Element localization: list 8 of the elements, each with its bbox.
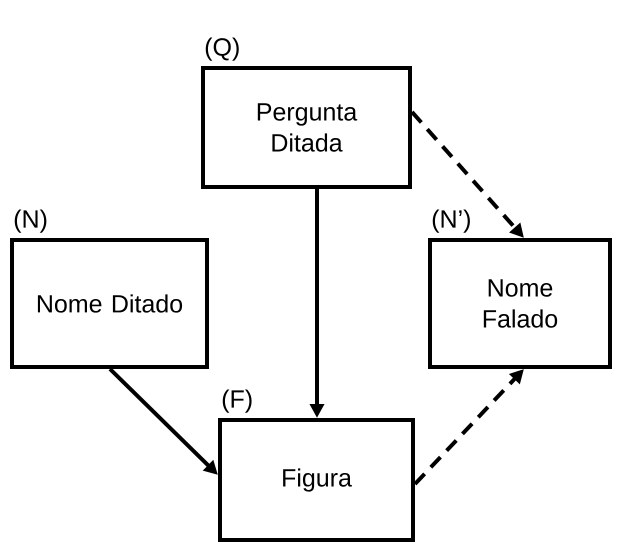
process-box: Pergunta Ditada (201, 66, 412, 189)
node-label: (Q) (206, 38, 239, 61)
process-box: Figura (218, 418, 415, 542)
node-label: (N) (14, 210, 46, 233)
node-label: (N’) (432, 210, 470, 233)
process-box: Nome Falado (428, 238, 612, 369)
node-label: (F) (222, 390, 252, 413)
process-box: Nome Ditado (10, 238, 209, 369)
